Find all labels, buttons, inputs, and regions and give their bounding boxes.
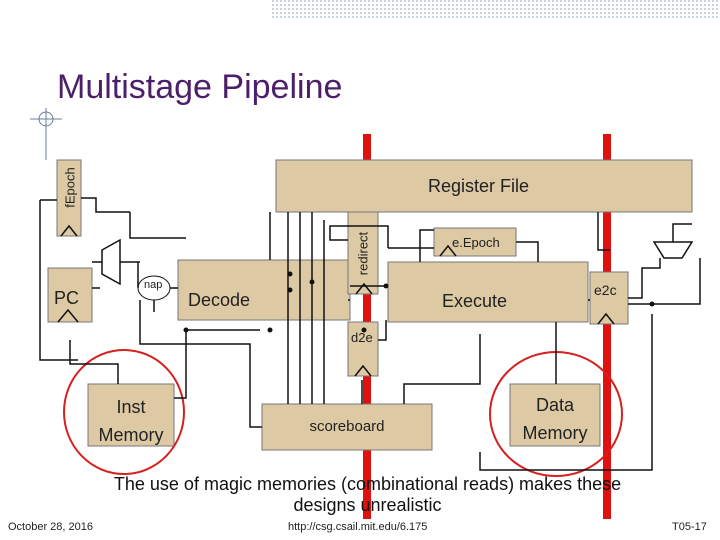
data-memory-box (509, 383, 601, 447)
red-bar-2 (603, 134, 611, 519)
e2c-label: e2c (594, 282, 617, 298)
decode-label: Decode (188, 290, 251, 310)
slide-note: The use of magic memories (combinational… (113, 474, 622, 515)
e2c-box (589, 271, 629, 325)
decode-box (177, 259, 351, 321)
inst-memory-label-2: Memory (98, 425, 164, 445)
data-memory-label-2: Memory (522, 423, 588, 443)
corner-decoration (270, 0, 720, 18)
pc-label: PC (54, 288, 80, 308)
inst-memory-box (87, 383, 175, 447)
execute-label: Execute (442, 291, 508, 311)
data-memory-label-1: Data (535, 395, 575, 415)
d2e-label: d2e (351, 330, 373, 345)
nap-label: nap (144, 279, 163, 291)
footer-slide-number: T05-17 (672, 521, 707, 533)
register-file-box (275, 159, 693, 213)
eepoch-box (433, 227, 517, 257)
scoreboard-box (261, 403, 433, 451)
fepoch-label: fEpoch (62, 167, 78, 208)
eepoch-label: e.Epoch (452, 235, 500, 250)
redirect-label: redirect (355, 231, 371, 276)
footer-url: http://csg.csail.mit.edu/6.175 (288, 521, 428, 533)
pc-mux (101, 238, 121, 286)
execute-box (387, 261, 589, 323)
crosshair-mark (30, 108, 62, 160)
inst-memory-circle (63, 349, 185, 475)
footer-date: October 28, 2016 (8, 521, 94, 533)
inst-memory-label-1: Inst (116, 397, 146, 417)
register-file-label: Register File (428, 176, 530, 196)
writeback-mux (652, 241, 694, 259)
slide-title: Multistage Pipeline (57, 68, 343, 106)
scoreboard-label: scoreboard (309, 418, 385, 435)
